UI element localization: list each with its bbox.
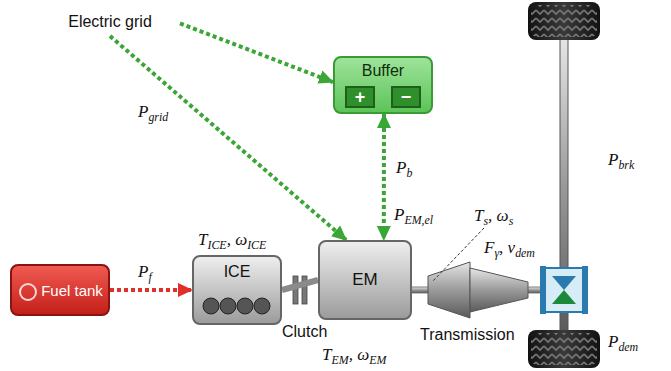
subscript: ICE	[207, 238, 226, 252]
grid-source: Electric grid	[40, 8, 180, 36]
subscript: γ	[494, 246, 499, 260]
fuel-tank-box: Fuel tank	[10, 264, 110, 316]
subscript: ICE	[247, 238, 266, 252]
demand-power: Pdem	[608, 332, 638, 352]
subscript: b	[406, 166, 412, 180]
subscript: dem	[618, 340, 638, 354]
clutch-symbol	[293, 276, 307, 304]
shaft-torque-speed: Ts, ωs	[474, 206, 513, 226]
node-text: Buffer	[362, 62, 404, 80]
subscript: s	[483, 214, 488, 228]
brake-power: Pbrk	[608, 150, 634, 170]
power-flow-arrow	[110, 36, 346, 240]
power-flow-arrow	[180, 23, 333, 82]
wheel-top	[528, 2, 600, 40]
engine-box: ICE	[192, 255, 282, 325]
subscript: s	[509, 214, 514, 228]
engine-torque-speed: TICE, ωICE	[198, 230, 266, 250]
transmission-label: Transmission	[420, 326, 515, 344]
mechanical-shaft	[282, 280, 318, 290]
subscript: EM	[331, 353, 348, 367]
node-text: −	[401, 87, 412, 108]
subscript: f	[148, 270, 151, 284]
motor-box: EM	[318, 240, 412, 320]
power-label: Pb	[394, 158, 414, 178]
node-text: Electric grid	[68, 13, 152, 31]
transmission-symbol	[428, 262, 528, 318]
motor-torque-speed: TEM, ωEM	[322, 345, 386, 365]
clutch-label: Clutch	[282, 323, 327, 341]
power-label: Pf	[136, 262, 154, 282]
cylinder-icons	[201, 295, 273, 317]
wheel-bottom	[528, 330, 600, 368]
node-text: ICE	[224, 263, 251, 281]
subscript: EM	[369, 353, 386, 367]
buffer-box: Buffer + −	[333, 56, 433, 114]
subscript: grid	[148, 110, 168, 124]
subscript: brk	[618, 158, 634, 172]
node-decoration	[201, 295, 273, 317]
power-flow-arrow	[110, 288, 192, 292]
subscript: dem	[515, 246, 535, 260]
node-text: EM	[352, 270, 378, 290]
motor-electric-power: PEM,el	[394, 205, 433, 225]
subscript: EM,el	[404, 213, 433, 227]
power-flow-arrow	[382, 114, 386, 240]
minus-terminal: −	[391, 86, 421, 108]
node-text: +	[355, 87, 366, 108]
node-text: Fuel tank	[41, 282, 103, 299]
wheel-force-speed: Fγ, vdem	[484, 238, 535, 258]
node-decoration	[17, 281, 39, 303]
differential-symbol	[540, 266, 588, 314]
leader-line	[432, 228, 484, 282]
power-label: Pgrid	[136, 102, 170, 122]
tank-cap-icon	[17, 281, 39, 303]
plus-terminal: +	[345, 86, 375, 108]
